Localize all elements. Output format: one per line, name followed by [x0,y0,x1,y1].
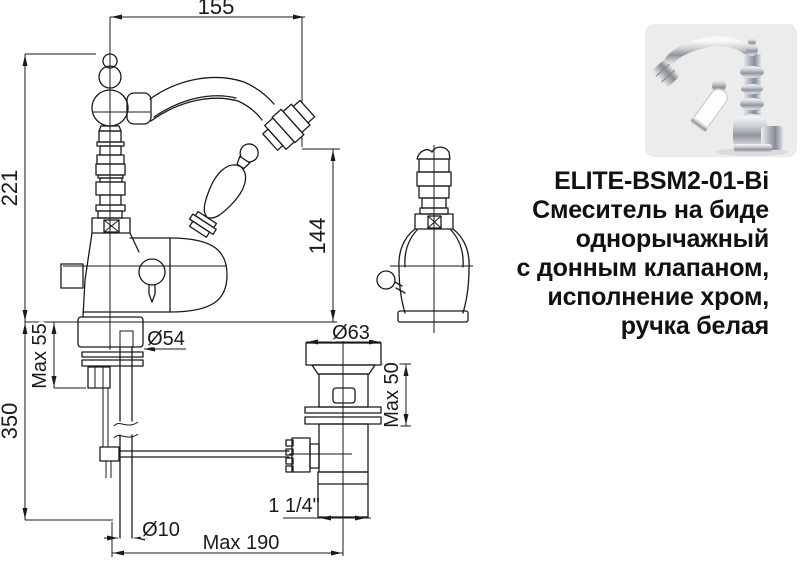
dim-drain-deck-max: Max 50 [381,362,403,428]
dimension-labels: 155 221 144 Max 55 350 Ø54 Ø63 Max 50 Ø1… [0,0,406,557]
front-view-drawing [60,53,352,539]
reference-lines [25,17,473,557]
dim-body-height: 221 [0,170,22,207]
side-view-drawing [376,146,470,323]
dim-spout-height: 144 [305,218,330,255]
drain-assembly-drawing [285,342,382,518]
product-description-line: однорычажный [575,225,770,253]
product-description-line: Смеситель на биде [532,196,769,224]
product-description-line: с донным клапаном, [516,254,770,282]
product-description-line: исполнение хром, [547,283,769,311]
dim-reach-max: Max 190 [203,532,280,554]
dim-base-diameter: Ø54 [147,328,185,350]
dim-depth-below: 350 [0,403,22,440]
aerator [262,99,316,151]
dim-spout-reach: 155 [198,0,235,19]
product-code: ELITE-BSM2-01-Bi [554,167,769,195]
dim-drain-diameter: Ø63 [332,322,370,344]
product-info: ELITE-BSM2-01-Bi Смеситель на биде однор… [516,167,770,341]
dim-rod-diameter: Ø10 [142,519,180,541]
dim-thread: 1 1/4" [268,495,320,517]
product-description-line: ручка белая [620,312,769,340]
handle-lever [188,143,259,238]
dimension-lines [22,14,409,556]
product-photo [645,24,797,157]
photo-spout [663,36,758,69]
photo-handle [690,88,728,132]
dim-deck-max: Max 55 [29,323,51,389]
photo-aerator [652,60,679,87]
photo-body [733,116,767,148]
